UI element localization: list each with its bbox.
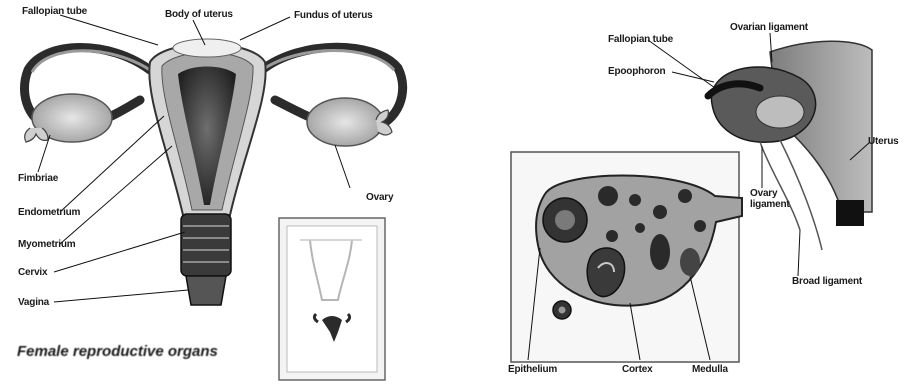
label-cervix: Cervix (18, 267, 47, 278)
label-fallopian-tube: Fallopian tube (22, 6, 87, 17)
label-fimbriae: Fimbriae (18, 173, 58, 184)
label-body-of-uterus: Body of uterus (165, 9, 233, 20)
vagina-shape (186, 276, 226, 305)
right-ovary-shape (307, 98, 383, 146)
body-silhouette-inset (279, 218, 385, 380)
label-cortex: Cortex (622, 364, 652, 375)
label-epithelium: Epithelium (508, 364, 557, 375)
label-ovary: Ovary (366, 192, 393, 203)
label-ovarian-ligament: Ovarian ligament (730, 22, 808, 33)
diagram-title: Female reproductive organs (17, 343, 218, 360)
label-uterus: Uterus (868, 136, 898, 147)
label-vagina: Vagina (18, 297, 49, 308)
label-fundus-of-uterus: Fundus of uterus (294, 10, 372, 21)
label-myometrium: Myometrium (18, 239, 75, 250)
label-endometrium: Endometrium (18, 207, 80, 218)
label-broad-ligament: Broad ligament (792, 276, 862, 287)
label-ovary-ligament: Ovary ligament (750, 188, 810, 210)
label-medulla: Medulla (692, 364, 728, 375)
label-fallopian-tube-right: Fallopian tube (608, 34, 673, 45)
label-epoophoron: Epoophoron (608, 66, 665, 77)
cervix-shape (181, 214, 231, 276)
